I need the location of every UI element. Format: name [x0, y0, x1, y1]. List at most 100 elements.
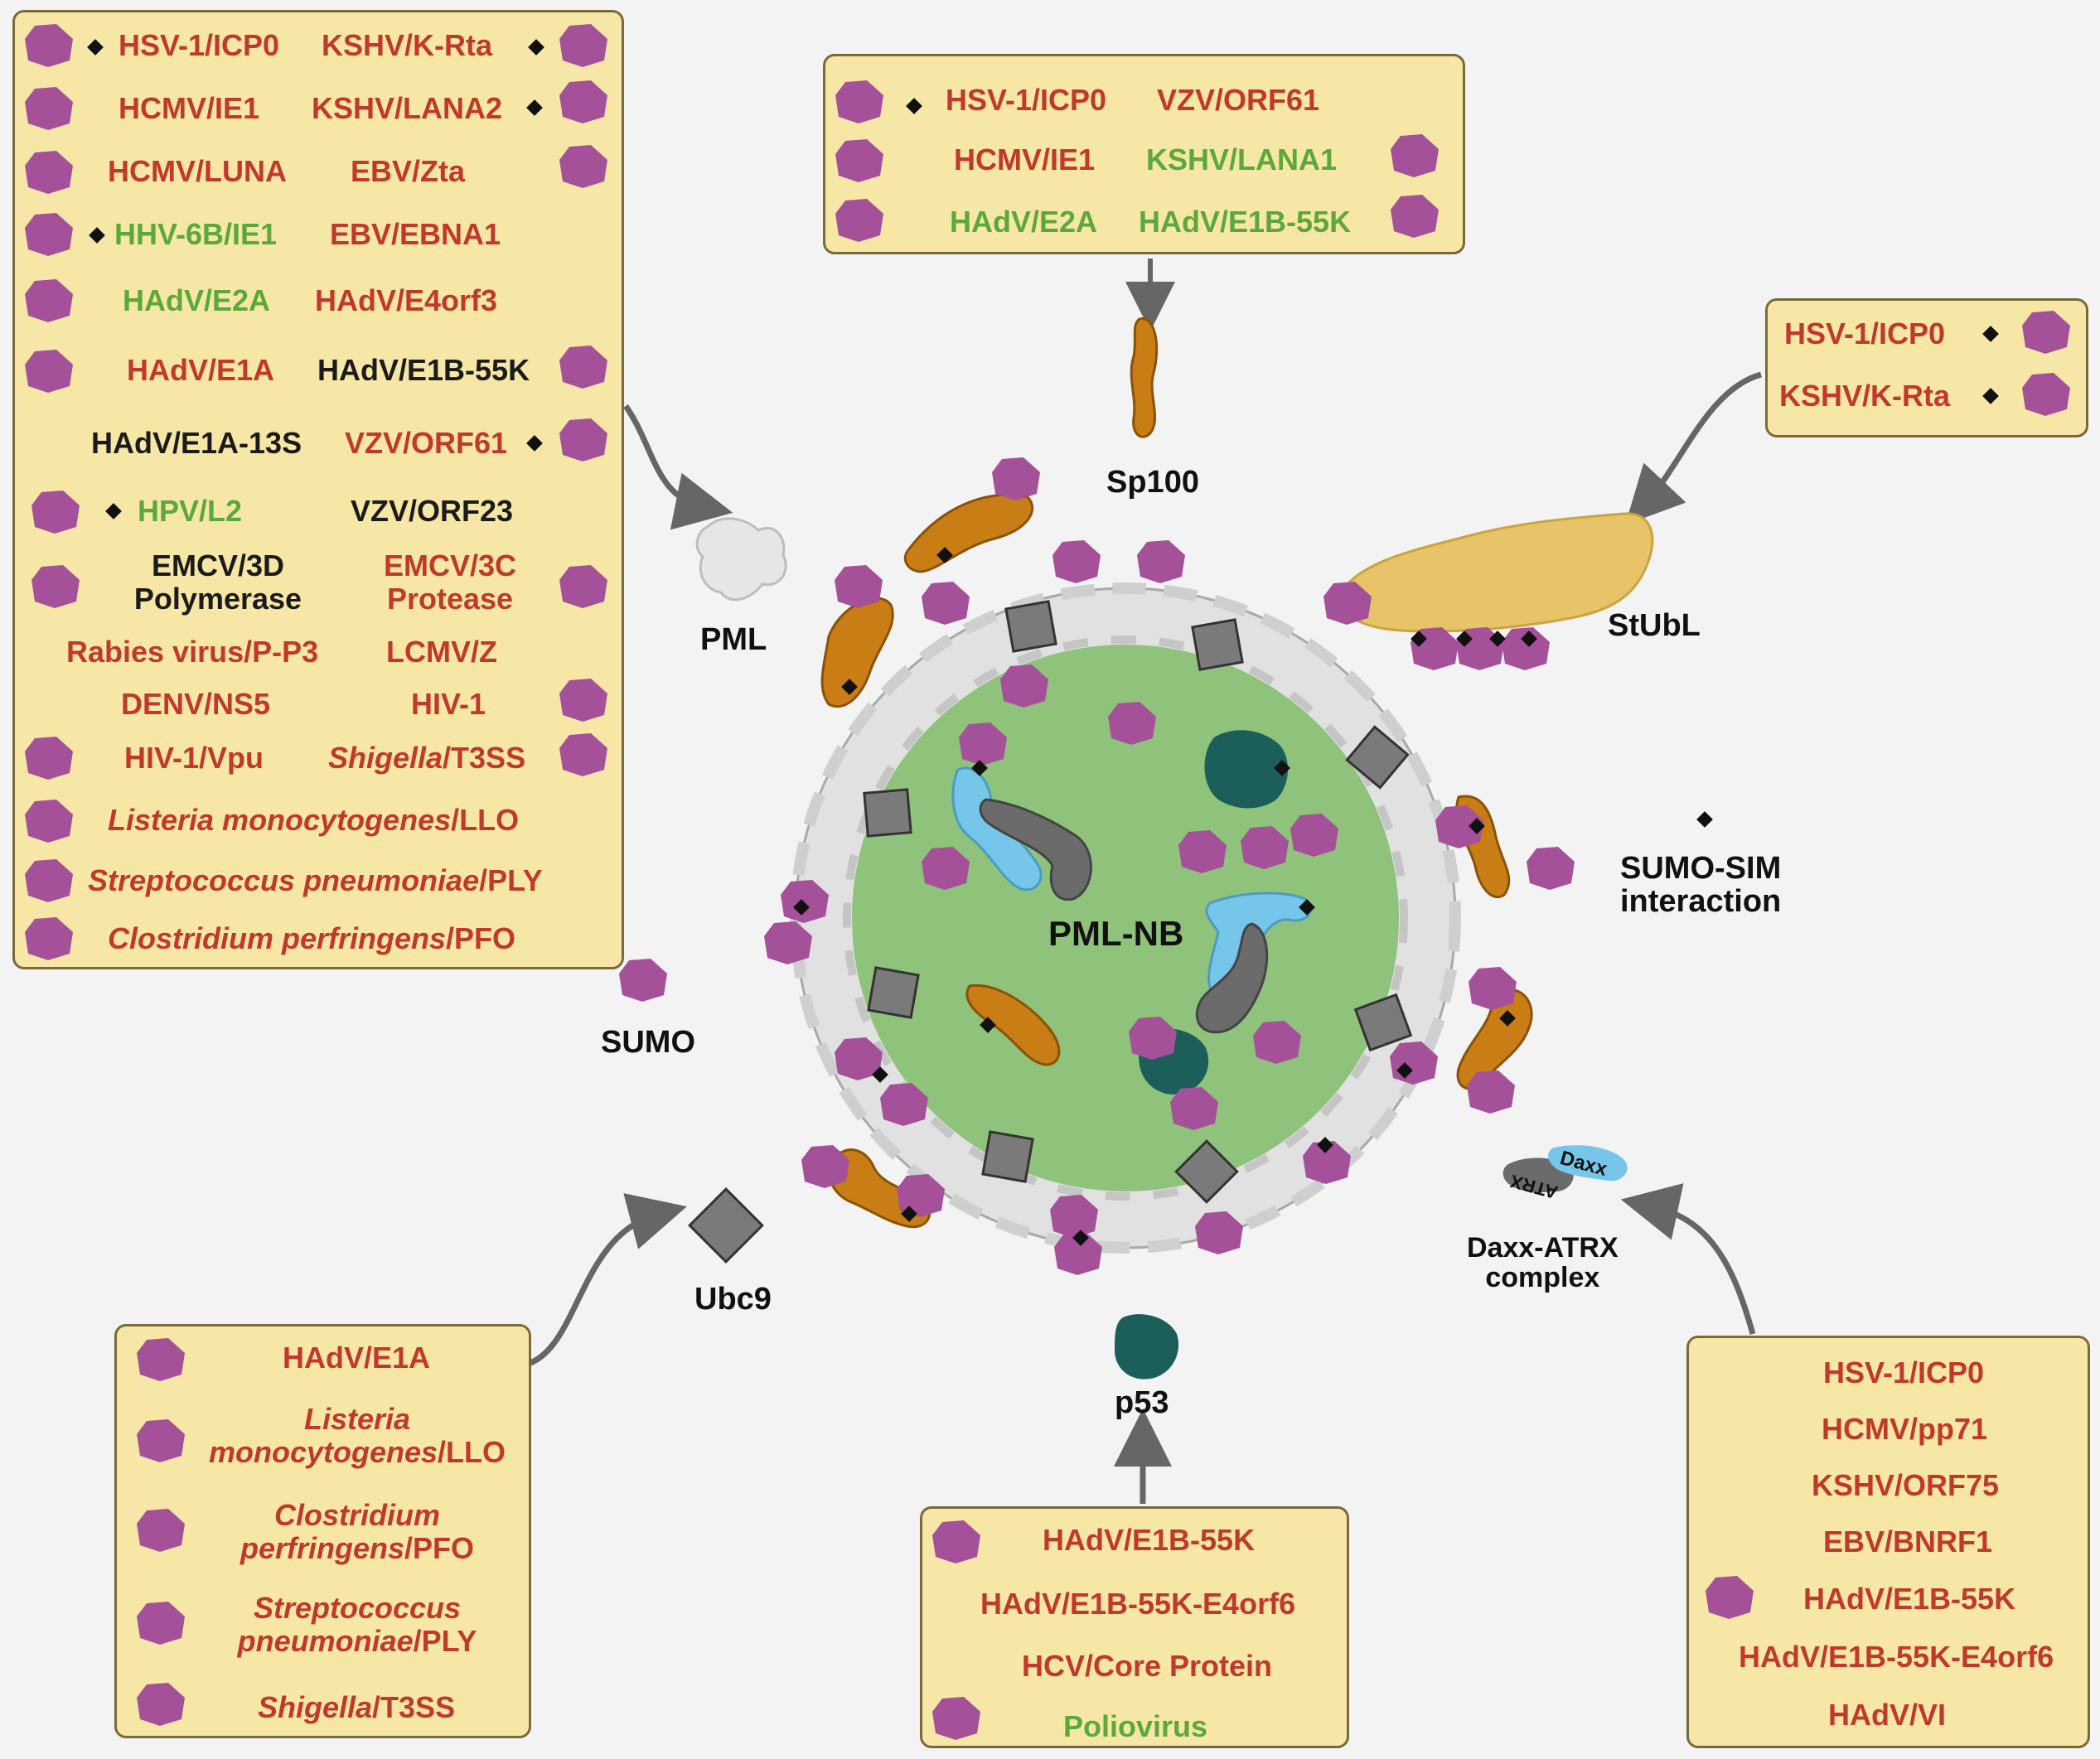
sumo-icon	[23, 22, 76, 69]
sp100-label: Sp100	[1106, 465, 1199, 500]
daxx-atrx-complex-icon	[1502, 1145, 1628, 1193]
pml-item: Shigella/T3SS	[328, 742, 525, 775]
sumo-icon	[1169, 1085, 1222, 1132]
sumo-icon	[558, 563, 611, 610]
sumo-icon	[558, 344, 611, 390]
sumo-icon	[1465, 1069, 1518, 1115]
pml-item: DENV/NS5	[121, 687, 271, 721]
pml-item: EMCV/3C Protease	[351, 549, 549, 616]
daxx-item: HSV-1/ICP0	[1823, 1355, 1985, 1389]
pml-item-suffix: /PFO	[446, 921, 516, 955]
sp100-shapes	[820, 317, 1533, 1229]
daxx-atrx-line2: complex	[1485, 1262, 1600, 1293]
stubl-item: KSHV/K-Rta	[1779, 379, 1951, 413]
sumo-icon	[920, 580, 973, 626]
sumo-icon	[558, 677, 611, 723]
pml-item: EBV/EBNA1	[330, 217, 501, 251]
sp100-item: VZV/ORF61	[1157, 83, 1320, 117]
pml-item-line: EMCV/3D	[151, 548, 285, 582]
pml-item: HIV-1	[411, 687, 486, 721]
sumo-icon	[1135, 539, 1188, 585]
sumo-icon	[23, 211, 76, 258]
pml-item-suffix: /PLY	[479, 863, 543, 897]
ubc9-item-suffix: /PFO	[404, 1531, 475, 1565]
sumo-standalone-icon	[617, 957, 670, 1003]
sim-diamond-icon	[1982, 326, 1999, 342]
sumo-icon	[23, 798, 76, 844]
sumo-icon	[957, 721, 1010, 767]
daxx-atrx-panel: HSV-1/ICP0 HCMV/pp71 KSHV/ORF75 EBV/BNRF…	[1686, 1336, 2090, 1748]
sumo-icon	[2020, 309, 2073, 355]
sumo-icon	[30, 563, 83, 610]
pml-item: VZV/ORF23	[351, 494, 514, 528]
pml-item-suffix: /T3SS	[443, 741, 526, 775]
sumo-icon	[23, 85, 76, 132]
pml-item: HHV-6B/IE1	[114, 217, 278, 251]
pml-item: HSV-1/ICP0	[119, 28, 280, 62]
daxx-item: HAdV/E1B-55K-E4orf6	[1739, 1640, 2054, 1674]
sumo-icon	[23, 278, 76, 324]
daxx-atrx-inside	[951, 766, 1312, 1034]
ubc9-item-suffix: /T3SS	[372, 1690, 456, 1724]
sumo-icon	[1389, 133, 1442, 179]
ubc9-item-line: Listeria	[303, 1402, 411, 1436]
pml-item: LCMV/Z	[386, 635, 497, 669]
sumo-sim-label: SUMO-SIM interaction	[1620, 852, 1781, 918]
ubc9-item: Streptococcus pneumoniae/PLY	[200, 1592, 515, 1658]
p53-item: Poliovirus	[1063, 1709, 1208, 1743]
pml-item: EBV/Zta	[351, 154, 466, 188]
sumo-icon	[779, 878, 832, 925]
pml-item: VZV/ORF61	[345, 426, 508, 460]
pml-item-italic: Listeria monocytogenes	[108, 803, 452, 837]
pml-item-line: Protease	[386, 582, 514, 616]
daxx-item: HCMV/pp71	[1822, 1412, 1988, 1446]
sumo-icon	[834, 197, 887, 244]
ubc9-item-line: monocytogenes/LLO	[200, 1436, 515, 1469]
pml-item: HCMV/IE1	[119, 91, 260, 125]
pml-item: HPV/L2	[138, 494, 243, 528]
ubc9-item-line: pneumoniae/PLY	[200, 1625, 515, 1658]
sumo-icon	[1525, 845, 1578, 892]
sumo-icon	[800, 1143, 853, 1190]
sumo-icon	[23, 916, 76, 962]
p53-panel: HAdV/E1B-55K HAdV/E1B-55K-E4orf6 HCV/Cor…	[920, 1506, 1349, 1748]
sumo-icon	[920, 845, 973, 892]
sumo-icon	[2020, 371, 2073, 418]
sumo-icon	[1389, 193, 1442, 239]
ubc9-item-line: Clostridium	[273, 1498, 440, 1532]
sim-diamond-icon	[906, 98, 922, 114]
p53-label: p53	[1115, 1385, 1169, 1420]
daxx-item: HAdV/VI	[1828, 1698, 1947, 1732]
sp100-item: HAdV/E1B-55K	[1139, 205, 1352, 239]
ubc9-item-suffix: /LLO	[438, 1435, 506, 1469]
ubc9-squares	[688, 600, 1413, 1264]
sumo-icon	[1289, 812, 1342, 858]
sumo-icon	[1106, 700, 1159, 747]
p53-item: HAdV/E1B-55K	[1043, 1523, 1256, 1557]
pml-item-suffix: /LLO	[451, 803, 520, 837]
stubl-item: HSV-1/ICP0	[1784, 317, 1946, 350]
pml-item: Listeria monocytogenes/LLO	[108, 804, 519, 837]
ubc9-item-italic: perfringens	[240, 1531, 405, 1565]
sp100-panel: HSV-1/ICP0 VZV/ORF61 HCMV/IE1 KSHV/LANA1…	[823, 54, 1465, 254]
sumo-icon	[23, 735, 76, 781]
stubl-label: StUbL	[1608, 608, 1701, 643]
arrow-to-pml	[623, 404, 733, 530]
sumo-label: SUMO	[601, 1025, 695, 1060]
sumo-icon	[834, 79, 887, 125]
sumo-icon	[558, 417, 611, 463]
sumo-icon	[558, 22, 611, 69]
pml-item-italic: Shigella	[328, 741, 443, 775]
arrow-to-ubc9	[529, 1193, 687, 1366]
ubc9-item: Shigella/T3SS	[258, 1691, 455, 1724]
sumo-icon	[990, 456, 1043, 502]
sumo-icon	[558, 79, 611, 125]
pml-item: HAdV/E4orf3	[315, 283, 498, 317]
sim-diamond-icon	[87, 39, 104, 56]
sumo-icon	[931, 1519, 984, 1565]
pml-item-italic: Streptococcus pneumoniae	[88, 863, 480, 897]
ubc9-label: Ubc9	[694, 1282, 772, 1317]
sim-diamond-icon	[1982, 388, 1999, 404]
sumo-icon	[1322, 580, 1375, 626]
sumo-icon	[135, 1336, 188, 1383]
